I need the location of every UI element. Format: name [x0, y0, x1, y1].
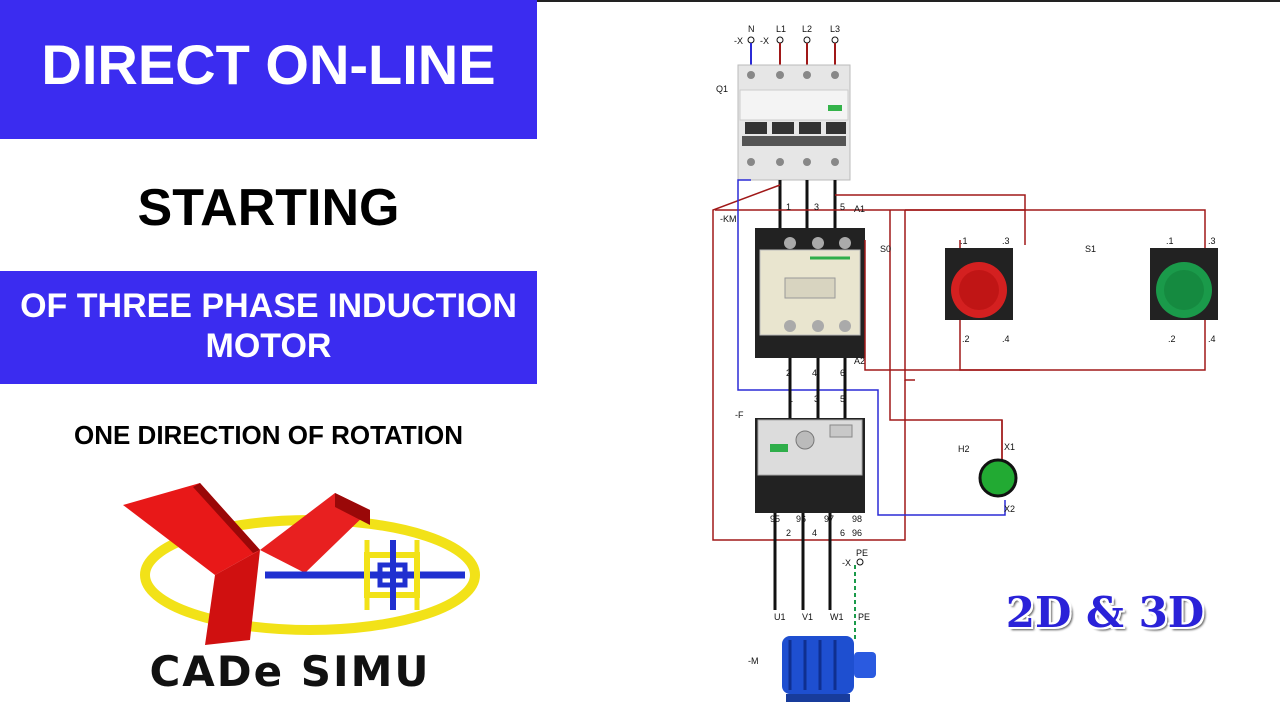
breaker-q1 [737, 64, 851, 181]
logo-y-stem [205, 550, 260, 645]
logo-y-left-arm [123, 483, 260, 575]
km-top-a1: A1 [854, 204, 865, 214]
motor-label: -M [748, 656, 759, 666]
overload-relay-f [755, 418, 865, 513]
s1-term-4: .4 [1208, 334, 1216, 344]
terminal-n-label: N [748, 24, 755, 34]
terminal-prefix-2: -X [760, 36, 769, 46]
subtitle: ONE DIRECTION OF ROTATION [73, 420, 464, 450]
lamp-label: H2 [958, 444, 970, 454]
title-banner: DIRECT ON-LINE [0, 0, 537, 139]
km-bot-4: 4 [812, 368, 817, 378]
f-top-3: 3 [814, 394, 819, 404]
lamp-x1: X1 [1004, 442, 1015, 452]
motor-w1: W1 [830, 612, 844, 622]
stop-button-s0 [945, 248, 1013, 320]
motor-line-1: OF THREE PHASE INDUCTION [20, 287, 517, 325]
terminal-l2-label: L2 [802, 24, 812, 34]
f-bot-96: 96 [852, 528, 862, 538]
s1-term-1: .1 [1166, 236, 1174, 246]
contactor-km [755, 228, 865, 358]
terminal-l3-label: L3 [830, 24, 840, 34]
motor-banner: OF THREE PHASE INDUCTION MOTOR [0, 271, 537, 384]
s0-term-2: .2 [962, 334, 970, 344]
km-top-3: 3 [814, 202, 819, 212]
contactor-label: -KM [720, 214, 737, 224]
logo-text: CADe SIMU [149, 647, 431, 696]
f-aux-96: 96 [796, 514, 806, 524]
s1-term-3: .3 [1208, 236, 1216, 246]
logo-y-right-arm [260, 493, 370, 573]
motor-u1: U1 [774, 612, 786, 622]
terminal-l1-label: L1 [776, 24, 786, 34]
supply-terminals: N L1 L2 L3 -X -X [734, 24, 840, 46]
motor-v1: V1 [802, 612, 813, 622]
f-bot-6: 6 [840, 528, 845, 538]
motor-pe: PE [858, 612, 870, 622]
motor-m [782, 636, 876, 702]
f-top-1: 1 [788, 394, 793, 404]
overload-label: -F [735, 410, 744, 420]
cade-simu-logo [123, 483, 480, 645]
km-top-5: 5 [840, 202, 845, 212]
s1-term-2: .2 [1168, 334, 1176, 344]
motor-line-2: MOTOR [205, 327, 332, 365]
lamp-h2 [978, 458, 1018, 498]
f-bot-2: 2 [786, 528, 791, 538]
start-button-s1 [1150, 248, 1218, 320]
f-bot-4: 4 [812, 528, 817, 538]
s0-term-1: .1 [960, 236, 968, 246]
start-button-label: S1 [1085, 244, 1096, 254]
f-aux-98: 98 [852, 514, 862, 524]
stop-button-label: S0 [880, 244, 891, 254]
circuit-diagram: N L1 L2 L3 -X -X Q1 -KM 1 3 5 [712, 24, 1218, 702]
km-bot-6: 6 [840, 368, 845, 378]
breaker-label: Q1 [716, 84, 728, 94]
km-top-1: 1 [786, 202, 791, 212]
pe-prefix: -X [842, 558, 851, 568]
f-top-5: 5 [840, 394, 845, 404]
top-border-line [537, 0, 1280, 2]
s0-term-4: .4 [1002, 334, 1010, 344]
lamp-x2: X2 [1004, 504, 1015, 514]
s0-term-3: .3 [1002, 236, 1010, 246]
km-bot-a2: A2 [854, 356, 865, 366]
pe-label: PE [856, 548, 868, 558]
terminal-prefix-1: -X [734, 36, 743, 46]
starting-heading: STARTING [137, 179, 400, 237]
dimension-label: 2D & 3D [1005, 588, 1205, 637]
title-text: DIRECT ON-LINE [41, 33, 496, 96]
